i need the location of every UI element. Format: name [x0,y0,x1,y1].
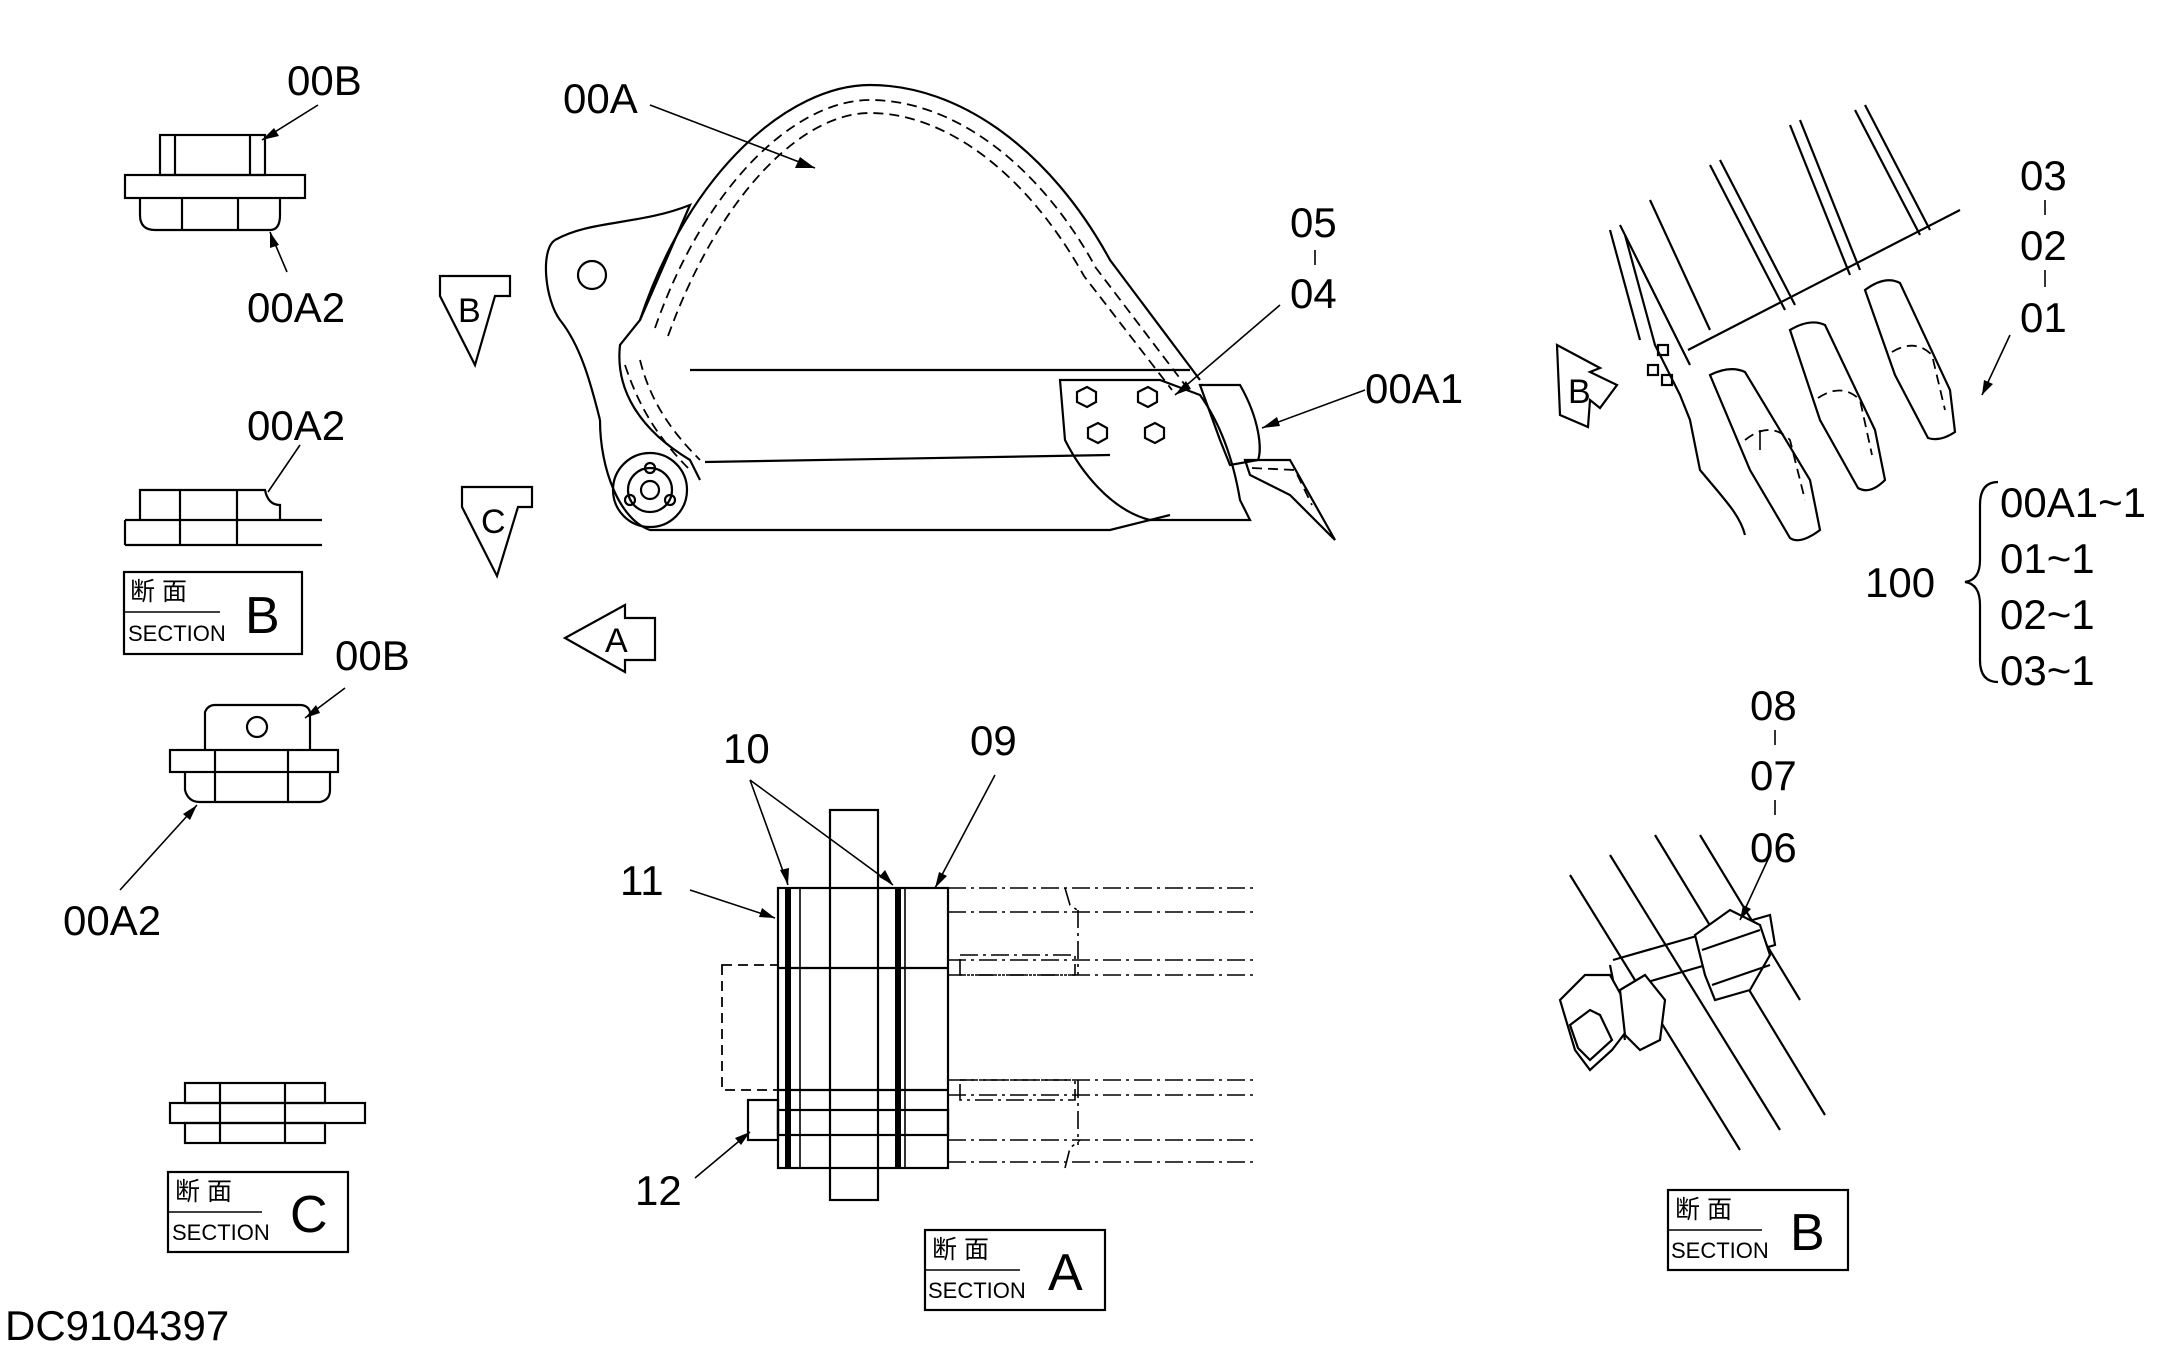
kit-item-3: 02~1 [2000,591,2095,638]
section-english: SECTION [128,621,226,646]
view-arrow-c-main-letter: C [481,503,506,541]
callout-00A: 00A [563,75,638,122]
callout-01: 01 [2020,294,2067,341]
tooth-2 [1788,321,1887,492]
section-kanji: 断 面 [1675,1196,1732,1224]
callout-00A2-bottom: 00A2 [63,897,161,944]
callout-11: 11 [620,857,664,904]
view-arrow-a-main: A [562,603,657,674]
teeth-view: B [1555,104,2011,542]
view-arrow-b-main-letter: B [458,292,481,330]
callout-00B-mid: 00B [335,632,410,679]
callout-03: 03 [2020,152,2067,199]
section-box-right-b: 断 面 SECTION B [1666,1188,1850,1272]
left-section-b-drawing [123,444,322,547]
left-mid-section [119,687,346,891]
tooth-1 [1708,368,1822,542]
leaders-main [649,104,1366,429]
callout-00A2-top: 00A2 [247,284,345,331]
callout-09: 09 [970,717,1017,764]
callout-02: 02 [2020,222,2067,269]
callout-07: 07 [1750,752,1797,799]
section-box-center-a: 断 面 SECTION A [923,1228,1107,1312]
drawing-code: DC9104397 [5,1302,229,1345]
callout-10: 10 [723,725,770,772]
kit-item-4: 03~1 [2000,647,2095,694]
section-english: SECTION [928,1278,1026,1303]
view-arrow-b-right-letter: B [1568,373,1591,411]
section-english: SECTION [172,1220,270,1245]
view-arrow-a-main-letter: A [605,622,628,660]
section-kanji: 断 面 [130,578,187,606]
callout-08: 08 [1750,682,1797,729]
left-section-c-drawing [168,1081,367,1145]
section-letter-left-c: C [290,1186,328,1244]
bolt-detail [1558,834,1826,1151]
bucket-side-view [544,83,1336,541]
left-top-section [123,104,319,273]
callout-12: 12 [635,1167,682,1214]
kit-item-1: 00A1~1 [2000,479,2146,526]
callout-00A2-mid: 00A2 [247,402,345,449]
callout-00B-top: 00B [287,57,362,104]
callout-100: 100 [1865,559,1935,606]
view-arrow-b-main: B [438,274,512,368]
section-kanji: 断 面 [175,1178,232,1206]
kit-item-2: 01~1 [2000,535,2095,582]
kit-brace [1964,480,1999,684]
section-english: SECTION [1671,1238,1769,1263]
section-letter-right-b: B [1790,1204,1825,1262]
callout-00A1: 00A1 [1365,365,1463,412]
section-kanji: 断 面 [932,1236,989,1264]
section-letter-left-b: B [245,587,280,645]
view-arrow-b-right: B [1555,343,1619,429]
view-arrow-c-main: C [460,485,534,579]
section-letter-center-a: A [1048,1244,1083,1302]
section-box-left-b: 断 面 SECTION B [122,570,304,656]
callout-06: 06 [1750,824,1797,871]
callout-05: 05 [1290,199,1337,246]
section-box-left-c: 断 面 SECTION C [166,1170,350,1254]
center-section-a-drawing [689,774,1255,1202]
callout-04: 04 [1290,270,1337,317]
tooth-3 [1863,279,1957,441]
